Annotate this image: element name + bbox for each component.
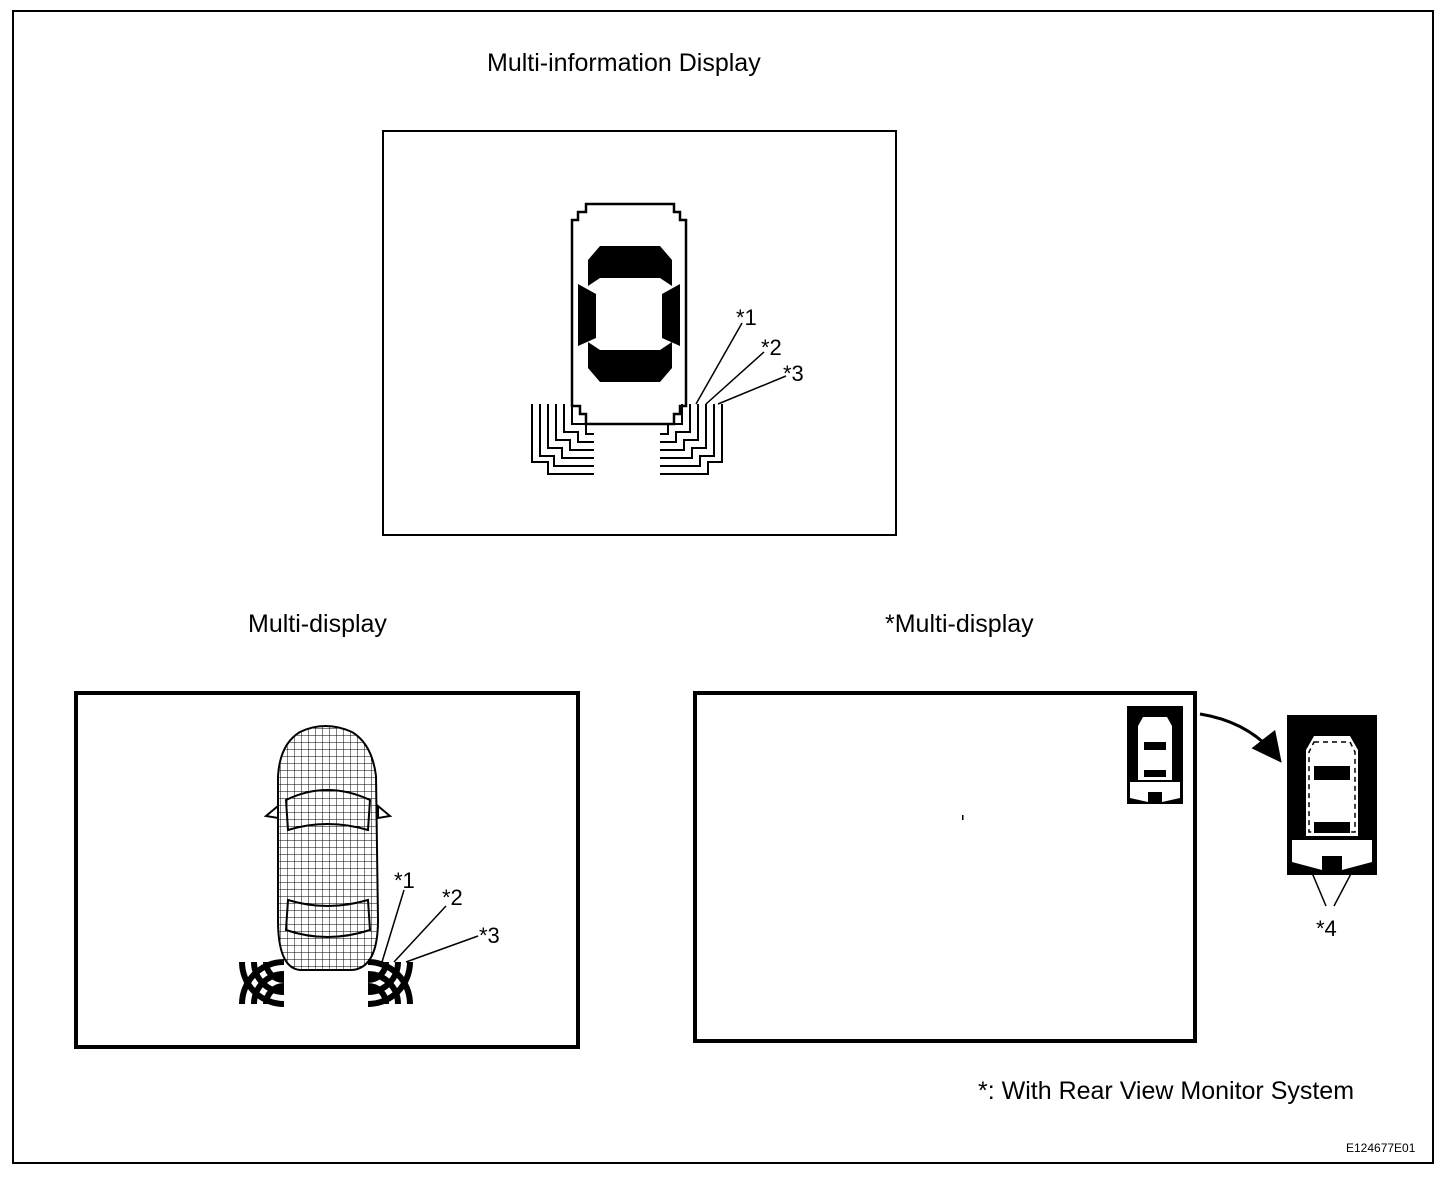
title-multi-display: Multi-display (248, 610, 387, 638)
sensor-bars-mid-right (660, 404, 723, 475)
multi-display-rear-view-panel (693, 691, 1197, 1043)
vehicle-icon-mid (570, 202, 688, 426)
callout-2-mid: *2 (761, 335, 782, 360)
callout-1-mid: *1 (736, 305, 757, 330)
title-multi-display-rear-view: *Multi-display (885, 610, 1034, 638)
large-vehicle-inset (1287, 715, 1377, 875)
callout-3-mid: *3 (783, 361, 804, 386)
vehicle-wireframe-icon (263, 725, 393, 971)
title-multi-information-display: Multi-information Display (487, 49, 761, 77)
callout-3-md: *3 (479, 923, 500, 948)
leader-lines-mid (695, 322, 787, 405)
figure-frame (12, 10, 1434, 1164)
callout-1-md: *1 (394, 868, 415, 893)
sensor-arcs-md-left (239, 959, 285, 1007)
callout-2-md: *2 (442, 885, 463, 910)
figure-code: E124677E01 (1346, 1141, 1416, 1155)
leader-lines-inset (1309, 867, 1355, 907)
enlarge-arrow (1199, 712, 1282, 763)
sensor-bars-mid-left (531, 404, 594, 475)
sensor-arcs-md-right (367, 959, 413, 1007)
footnote: *: With Rear View Monitor System (978, 1077, 1355, 1105)
callout-4: *4 (1316, 916, 1337, 941)
small-vehicle-inset (1127, 706, 1183, 804)
leader-lines-md (381, 889, 479, 963)
